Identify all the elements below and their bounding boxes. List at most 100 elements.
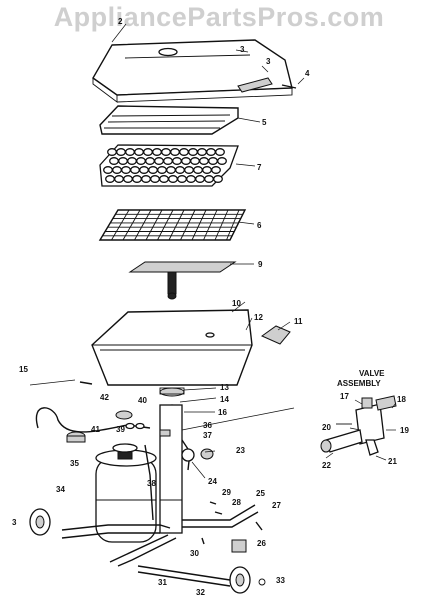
briquette <box>181 157 191 165</box>
cooking-grid[interactable] <box>98 209 247 241</box>
briquette <box>121 166 131 174</box>
briquette <box>186 175 196 183</box>
hose-clamp[interactable] <box>115 410 133 420</box>
watermark: AppliancePartsPros.com <box>53 2 385 32</box>
control-knob[interactable] <box>260 325 291 345</box>
briquette <box>159 175 169 183</box>
valve-assembly-title-2: ASSEMBLY <box>337 379 381 388</box>
briquette <box>161 148 171 156</box>
leg-bolts[interactable] <box>209 501 223 515</box>
callout-24: 24 <box>208 477 217 486</box>
briquette <box>163 157 173 165</box>
callout-13: 13 <box>220 383 229 392</box>
callout-10: 10 <box>232 299 241 308</box>
bracket-clip[interactable] <box>159 429 171 437</box>
callout-5: 5 <box>262 118 267 127</box>
callout-23: 23 <box>236 446 245 455</box>
briquette <box>107 148 117 156</box>
callout-28: 28 <box>232 498 241 507</box>
tank-bracket[interactable] <box>144 439 195 521</box>
briquette <box>109 157 119 165</box>
callout-41: 41 <box>91 425 100 434</box>
gas-hose[interactable] <box>35 407 151 433</box>
callout-9: 9 <box>258 260 263 269</box>
grid-bar <box>214 209 229 241</box>
collar[interactable] <box>159 387 185 397</box>
briquette <box>127 157 137 165</box>
propane-tank[interactable] <box>95 443 157 543</box>
briquette <box>148 166 158 174</box>
callout-42: 42 <box>100 393 109 402</box>
briquette <box>170 148 180 156</box>
briquette <box>157 166 167 174</box>
briquette <box>204 175 214 183</box>
callout-16: 16 <box>218 408 227 417</box>
grid-bar <box>145 209 163 241</box>
briquette <box>199 157 209 165</box>
grill-bottom[interactable] <box>91 309 253 386</box>
callout-7: 7 <box>257 163 262 172</box>
regulator[interactable] <box>125 422 145 430</box>
wheel-left[interactable] <box>29 508 51 536</box>
callout-40: 40 <box>138 396 147 405</box>
callout-37: 37 <box>203 431 212 440</box>
callout-35: 35 <box>70 459 79 468</box>
leg-bracket[interactable] <box>231 539 247 553</box>
grid-bar <box>180 209 196 241</box>
callout-31: 31 <box>158 578 167 587</box>
grid-bar <box>157 209 174 241</box>
briquette <box>134 148 144 156</box>
callout-34: 34 <box>56 485 65 494</box>
briquette <box>172 157 182 165</box>
support-post[interactable] <box>159 404 183 534</box>
briquette <box>136 157 146 165</box>
axle-washer[interactable] <box>258 578 266 586</box>
briquette <box>202 166 212 174</box>
briquette <box>208 157 218 165</box>
briquette <box>188 148 198 156</box>
callout-6: 6 <box>257 221 262 230</box>
briquette <box>114 175 124 183</box>
lava-rock-grate[interactable] <box>99 144 239 187</box>
callout-29: 29 <box>222 488 231 497</box>
briquette <box>112 166 122 174</box>
briquette <box>118 157 128 165</box>
leg-screw[interactable] <box>255 521 263 531</box>
valve-assembly[interactable] <box>320 395 397 456</box>
burner[interactable] <box>128 261 237 300</box>
callout-26: 26 <box>257 539 266 548</box>
callout-32: 32 <box>196 588 205 597</box>
grill-lid[interactable] <box>92 39 293 103</box>
briquette <box>103 166 113 174</box>
briquette <box>154 157 164 165</box>
briquette <box>175 166 185 174</box>
briquette <box>195 175 205 183</box>
wheel-right[interactable] <box>229 566 251 594</box>
callout-27: 27 <box>272 501 281 510</box>
warming-rack[interactable] <box>99 105 239 135</box>
grid-bar <box>191 209 207 241</box>
tank-valve-collar[interactable] <box>66 431 86 443</box>
callout-22: 22 <box>322 461 331 470</box>
briquette <box>215 148 225 156</box>
callout-14: 14 <box>220 395 229 404</box>
briquette <box>116 148 126 156</box>
grid-bar <box>111 209 130 241</box>
briquette <box>197 148 207 156</box>
briquette <box>211 166 221 174</box>
lid-handle[interactable] <box>237 77 273 93</box>
handle-screw[interactable] <box>281 84 297 89</box>
callout-36: 36 <box>203 421 212 430</box>
briquette <box>139 166 149 174</box>
briquette <box>123 175 133 183</box>
callout-3-lid: 3 <box>240 45 245 54</box>
briquette <box>132 175 142 183</box>
nut[interactable] <box>200 448 214 460</box>
briquette <box>177 175 187 183</box>
briquette <box>217 157 227 165</box>
axle-bolt[interactable] <box>201 537 205 545</box>
grid-bar <box>122 209 141 241</box>
base-frame[interactable] <box>61 504 259 587</box>
bolt[interactable] <box>79 381 93 385</box>
